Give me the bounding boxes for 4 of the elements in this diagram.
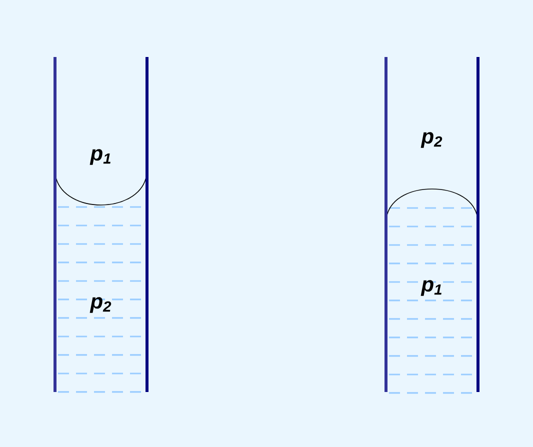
pressure-label: p$_{1}$ bbox=[90, 149, 110, 165]
pressure-label: p$_{2}$ bbox=[90, 297, 112, 313]
pressure-label: p$_{1}$ bbox=[420, 280, 442, 296]
pressure-label: p$_{2}$ bbox=[420, 132, 442, 148]
